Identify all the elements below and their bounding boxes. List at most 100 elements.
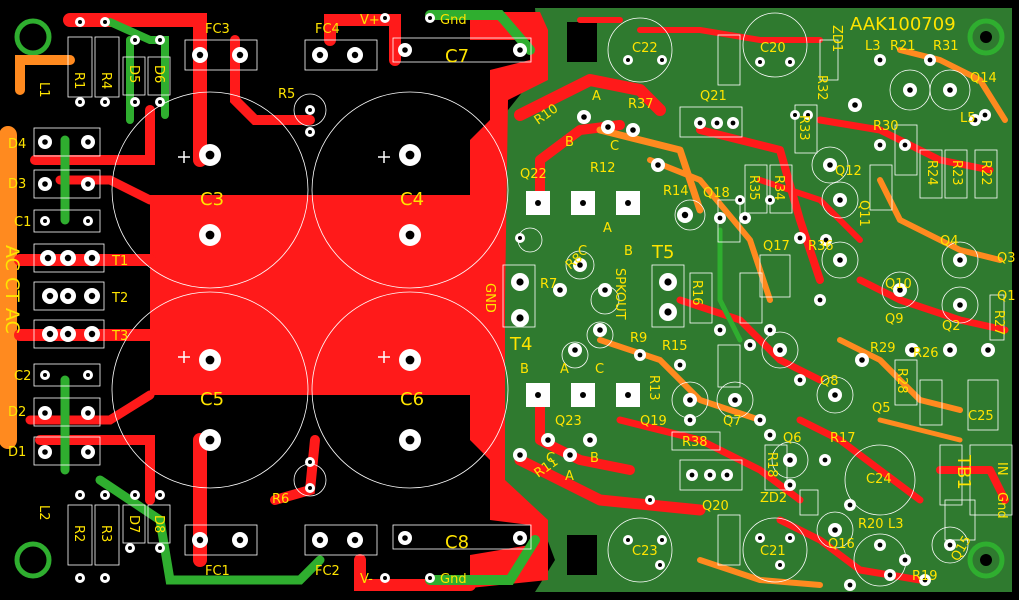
- rail-labels: V+ Gnd V- Gnd AC CT AC GND SPKOUT IN Gnd…: [1, 13, 1009, 587]
- pad-hole: [405, 150, 415, 160]
- pad-hole: [545, 437, 551, 443]
- ref-r12: R12: [590, 161, 616, 176]
- pad-hole: [405, 435, 415, 445]
- svg-text:A: A: [560, 362, 569, 377]
- ref-q2: Q2: [942, 319, 961, 334]
- pad-hole: [516, 314, 524, 322]
- pad-hole: [128, 546, 132, 550]
- pad-hole: [817, 297, 823, 303]
- label-spkout: SPKOUT: [612, 268, 627, 320]
- label-vminus: V-: [360, 572, 373, 587]
- ref-t1: T1: [111, 254, 128, 269]
- ref-r9: R9: [630, 331, 647, 346]
- label-gnd-vertical: GND: [482, 283, 497, 313]
- label-gnd-bottom: Gnd: [440, 572, 467, 587]
- pad-hole: [103, 576, 107, 580]
- ref-q18: Q18: [703, 186, 730, 201]
- pad-hole: [205, 435, 215, 445]
- ref-c22: C22: [632, 41, 658, 56]
- pad-hole: [957, 257, 963, 263]
- pad-hole: [625, 200, 631, 206]
- pad-hole: [655, 162, 661, 168]
- svg-text:B: B: [624, 244, 633, 259]
- pad-hole: [832, 392, 838, 398]
- pad-hole: [687, 397, 693, 403]
- pad-hole: [597, 327, 603, 333]
- pad-hole: [517, 452, 523, 458]
- ref-r17: R17: [830, 431, 856, 446]
- pad-hole: [428, 576, 432, 580]
- pad-hole: [947, 87, 953, 93]
- ref-l2: L2: [36, 505, 51, 521]
- ref-c25: C25: [968, 409, 994, 424]
- pad-hole: [605, 124, 611, 130]
- pad-hole: [822, 457, 828, 463]
- pad-hole: [158, 38, 162, 42]
- pad-hole: [103, 100, 107, 104]
- ref-r36: R36: [808, 239, 834, 254]
- pad-hole: [351, 51, 359, 59]
- pad-hole: [402, 47, 408, 53]
- ref-r22: R22: [978, 160, 993, 186]
- pad-hole: [42, 139, 48, 145]
- pad-hole: [308, 486, 312, 490]
- ref-r20: R20: [858, 517, 884, 532]
- pad-hole: [572, 347, 578, 353]
- label-gnd-right: Gnd: [994, 492, 1009, 519]
- pad-hole: [64, 254, 72, 262]
- pad-hole: [602, 287, 608, 293]
- pad-hole: [777, 347, 783, 353]
- pad-hole: [580, 200, 586, 206]
- pad-hole: [402, 535, 408, 541]
- pad-hole: [42, 181, 48, 187]
- pad-hole: [859, 357, 865, 363]
- pad-hole: [581, 114, 587, 120]
- ref-c6: C6: [400, 389, 424, 410]
- pad-hole: [697, 120, 703, 126]
- ref-r4: R4: [98, 72, 113, 89]
- label-ac-ct-ac: AC CT AC: [1, 245, 23, 334]
- pads: [38, 13, 995, 591]
- pad-hole: [103, 493, 107, 497]
- pad-hole: [86, 373, 90, 377]
- ref-q17: Q17: [763, 239, 790, 254]
- ref-q1: Q1: [997, 289, 1016, 304]
- pad-hole: [660, 58, 664, 62]
- ref-r33: R33: [796, 115, 811, 141]
- ref-tb1: TB1: [953, 454, 974, 490]
- pad-hole: [677, 362, 683, 368]
- ref-c23: C23: [632, 544, 658, 559]
- ref-l3-top: L3: [865, 39, 881, 54]
- ref-t4: T4: [509, 334, 532, 355]
- pad-hole: [405, 230, 415, 240]
- pad-hole: [78, 493, 82, 497]
- pad-hole: [78, 20, 82, 24]
- ref-q12: Q12: [835, 164, 862, 179]
- pad-hole: [158, 493, 162, 497]
- pad-hole: [103, 20, 107, 24]
- pad-hole: [689, 472, 695, 478]
- ref-r23: R23: [949, 160, 964, 186]
- pad-hole: [787, 457, 793, 463]
- ref-q5: Q5: [872, 401, 891, 416]
- ref-zd1: ZD1: [829, 25, 844, 52]
- pad-hole: [85, 139, 91, 145]
- pad-hole: [738, 198, 742, 202]
- pad-hole: [660, 538, 664, 542]
- pad-hole: [887, 572, 893, 578]
- pad-hole: [196, 536, 204, 544]
- ref-q4: Q4: [940, 234, 959, 249]
- pad-hole: [637, 352, 643, 358]
- ref-q8: Q8: [820, 374, 839, 389]
- svg-text:A: A: [565, 469, 574, 484]
- pad-hole: [902, 557, 908, 563]
- pad-hole: [768, 198, 772, 202]
- pad-hole: [88, 292, 96, 300]
- svg-text:B: B: [520, 362, 529, 377]
- pad-hole: [580, 392, 586, 398]
- ref-fc2: FC2: [315, 564, 340, 579]
- ref-d2: D2: [8, 405, 26, 420]
- ref-c20: C20: [760, 41, 786, 56]
- pad-hole: [308, 460, 312, 464]
